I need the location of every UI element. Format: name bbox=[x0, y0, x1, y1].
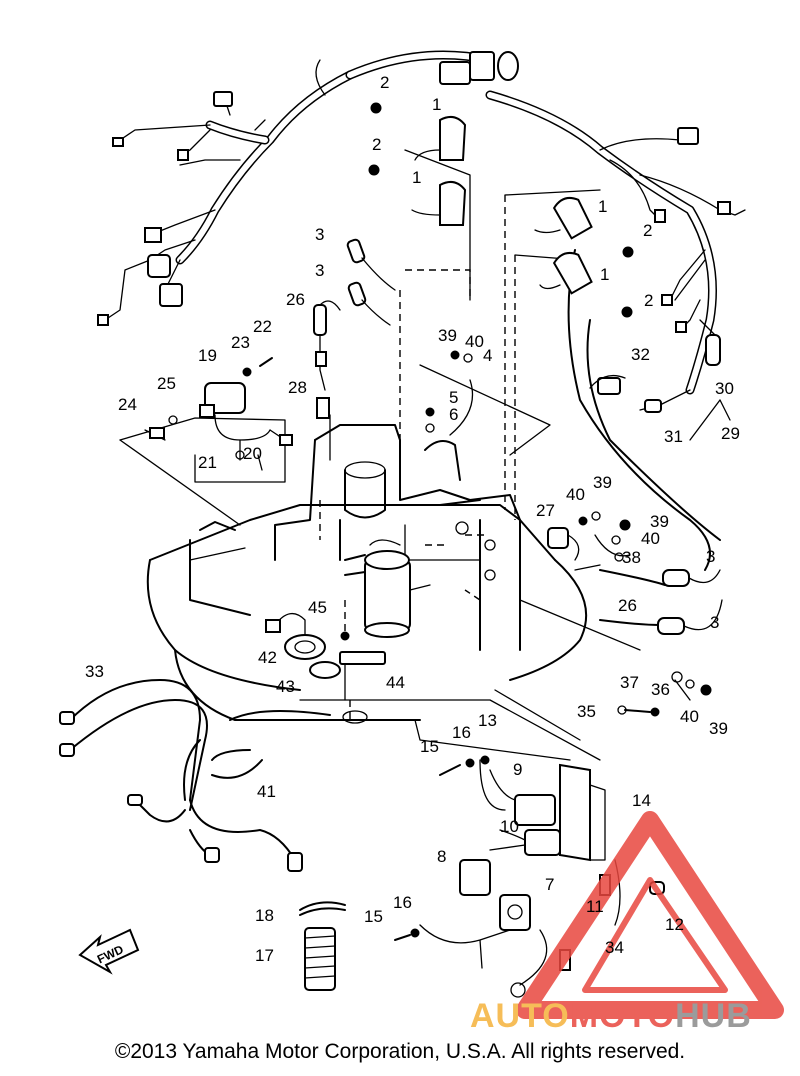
callout-3: 3 bbox=[315, 225, 324, 244]
callout-35: 35 bbox=[577, 702, 596, 721]
callout-16: 16 bbox=[452, 723, 471, 742]
callout-44: 44 bbox=[386, 673, 405, 692]
automotohub-watermark: AUTOMOTOHUB bbox=[470, 811, 784, 1030]
callout-15: 15 bbox=[364, 907, 383, 926]
rectifier-parts bbox=[547, 511, 631, 562]
callout-7: 7 bbox=[545, 875, 554, 894]
relay-assembly bbox=[144, 357, 293, 471]
callout-13: 13 bbox=[478, 711, 497, 730]
callout-8: 8 bbox=[437, 847, 446, 866]
callout-1: 1 bbox=[432, 95, 441, 114]
copyright-notice: ©2013 Yamaha Motor Corporation, U.S.A. A… bbox=[114, 1040, 686, 1063]
callout-18: 18 bbox=[255, 906, 274, 925]
callout-33: 33 bbox=[85, 662, 104, 681]
leader-lines bbox=[319, 195, 516, 720]
guide-lines bbox=[119, 149, 731, 761]
battery-cables bbox=[59, 679, 303, 872]
callout-4: 4 bbox=[483, 346, 492, 365]
callout-2: 2 bbox=[643, 221, 652, 240]
callout-23: 23 bbox=[231, 333, 250, 352]
fwd-arrow: FWD bbox=[78, 928, 140, 975]
callout-45: 45 bbox=[308, 598, 327, 617]
callout-21: 21 bbox=[198, 453, 217, 472]
callout-27: 27 bbox=[536, 501, 555, 520]
callout-32: 32 bbox=[631, 345, 650, 364]
plug-cables bbox=[567, 249, 723, 635]
callout-15: 15 bbox=[420, 737, 439, 756]
callout-26: 26 bbox=[286, 290, 305, 309]
callout-26: 26 bbox=[618, 596, 637, 615]
callout-40: 40 bbox=[680, 707, 699, 726]
fasteners bbox=[617, 671, 712, 717]
callout-3: 3 bbox=[710, 613, 719, 632]
grommet-assembly bbox=[265, 613, 386, 679]
watermark-auto: AUTO bbox=[470, 997, 570, 1030]
callout-29: 29 bbox=[721, 424, 740, 443]
watermark-hub: HUB bbox=[675, 997, 752, 1030]
callout-1: 1 bbox=[412, 168, 421, 187]
callout-22: 22 bbox=[253, 317, 272, 336]
watermark-moto: MOTO bbox=[570, 997, 675, 1030]
callout-1: 1 bbox=[600, 265, 609, 284]
callout-19: 19 bbox=[198, 346, 217, 365]
callout-5: 5 bbox=[449, 388, 458, 407]
callout-1: 1 bbox=[598, 197, 607, 216]
callout-12: 12 bbox=[665, 915, 684, 934]
callout-14: 14 bbox=[632, 791, 651, 810]
callout-9: 9 bbox=[513, 760, 522, 779]
callout-10: 10 bbox=[500, 817, 519, 836]
starter-motor bbox=[344, 539, 431, 638]
coil-spring-clamp bbox=[299, 901, 346, 991]
callout-3: 3 bbox=[706, 547, 715, 566]
callout-24: 24 bbox=[118, 395, 137, 414]
callout-25: 25 bbox=[157, 374, 176, 393]
right-wire-harness bbox=[485, 90, 746, 413]
exploded-parts-diagram: FWD AUTOMOTOHUB 111122223333456789101112… bbox=[59, 50, 784, 1030]
callout-28: 28 bbox=[288, 378, 307, 397]
callout-43: 43 bbox=[276, 677, 295, 696]
callout-39: 39 bbox=[650, 512, 669, 531]
callout-30: 30 bbox=[715, 379, 734, 398]
main-wire-harness bbox=[97, 50, 519, 326]
callout-41: 41 bbox=[257, 782, 276, 801]
callout-17: 17 bbox=[255, 946, 274, 965]
callout-6: 6 bbox=[449, 405, 458, 424]
callout-40: 40 bbox=[465, 332, 484, 351]
callout-36: 36 bbox=[651, 680, 670, 699]
electrical-bracket bbox=[394, 755, 665, 998]
callout-11: 11 bbox=[586, 897, 604, 916]
callout-42: 42 bbox=[258, 648, 277, 667]
callout-labels: 1111222233334567891011121314151516161718… bbox=[85, 73, 740, 965]
callout-34: 34 bbox=[605, 938, 624, 957]
callout-39: 39 bbox=[593, 473, 612, 492]
callout-31: 31 bbox=[664, 427, 683, 446]
callout-39: 39 bbox=[709, 719, 728, 738]
callout-3: 3 bbox=[315, 261, 324, 280]
svg-text:AUTOMOTOHUB: AUTOMOTOHUB bbox=[470, 997, 752, 1030]
callout-38: 38 bbox=[622, 548, 641, 567]
callout-40: 40 bbox=[566, 485, 585, 504]
callout-2: 2 bbox=[380, 73, 389, 92]
callout-2: 2 bbox=[372, 135, 381, 154]
plug-caps bbox=[346, 238, 396, 326]
callout-39: 39 bbox=[438, 326, 457, 345]
watermark-triangle-icon bbox=[516, 811, 784, 1019]
ignition-coils bbox=[368, 102, 634, 318]
sensors bbox=[313, 300, 474, 436]
callout-20: 20 bbox=[243, 444, 262, 463]
callout-2: 2 bbox=[644, 291, 653, 310]
callout-16: 16 bbox=[393, 893, 412, 912]
callout-37: 37 bbox=[620, 673, 639, 692]
callout-40: 40 bbox=[641, 529, 660, 548]
